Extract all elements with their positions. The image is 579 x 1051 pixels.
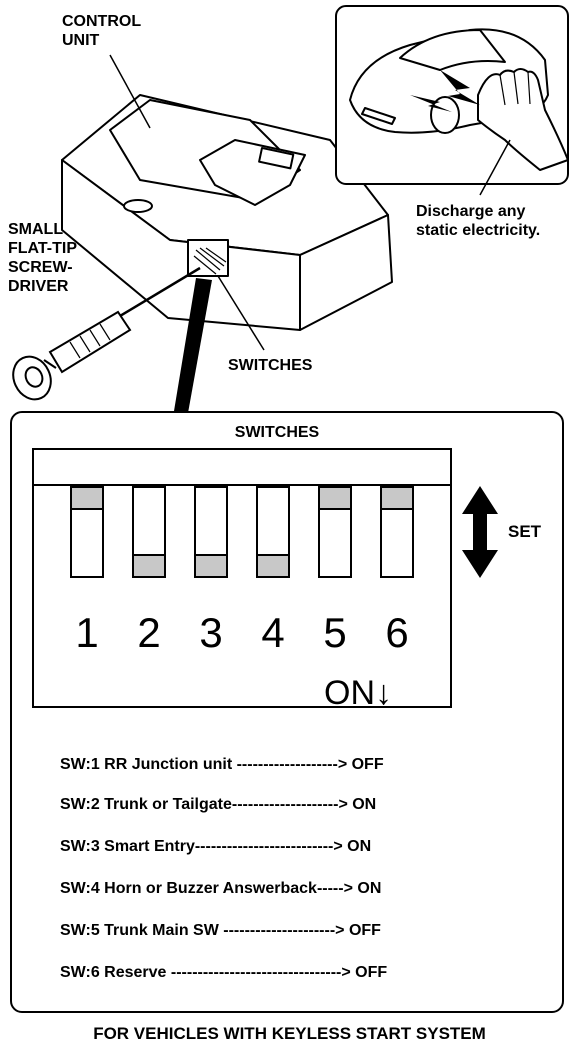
dip-switch-2 [132, 486, 166, 578]
dip-switch-block [32, 448, 452, 708]
dip-switch-2-knob [134, 554, 164, 576]
setting-row-3: SW:3 Smart Entry------------------------… [60, 838, 372, 855]
dip-switch-5-knob [320, 488, 350, 510]
setting-row-4: SW:4 Horn or Buzzer Answerback-----> ON [60, 880, 382, 897]
set-double-arrow-icon [462, 486, 498, 578]
dip-switch-4 [256, 486, 290, 578]
switch-number-6: 6 [385, 609, 409, 656]
discharge-label: Discharge any static electricity. [416, 203, 541, 239]
dip-switch-1 [70, 486, 104, 578]
footer-caption: FOR VEHICLES WITH KEYLESS START SYSTEM [93, 1024, 486, 1043]
set-label: SET [508, 522, 542, 541]
setting-row-2: SW:2 Trunk or Tailgate------------------… [60, 796, 377, 813]
switches-callout-label: SWITCHES [228, 357, 313, 374]
dip-switch-3 [194, 486, 228, 578]
callout-wedge [174, 278, 212, 413]
control-unit-illustration [61, 94, 393, 331]
on-direction-label: ON↓ [324, 674, 392, 712]
screwdriver-label: SMALL FLAT-TIP SCREW- DRIVER [8, 221, 78, 295]
down-arrow-icon: ↓ [375, 674, 392, 712]
car-hand-illustration [335, 5, 569, 196]
setting-row-5: SW:5 Trunk Main SW ---------------------… [60, 922, 381, 939]
switch-settings-panel [10, 411, 564, 1013]
dip-switch-1-knob [72, 488, 102, 510]
switch-number-4: 4 [261, 609, 285, 656]
switch-number-2: 2 [137, 609, 161, 656]
setting-row-1: SW:1 RR Junction unit ------------------… [60, 756, 384, 773]
dip-switch-6-knob [382, 488, 412, 510]
dip-switch-5 [318, 486, 352, 578]
switch-number-3: 3 [199, 609, 223, 656]
screwdriver-illustration [12, 266, 201, 401]
switch-number-5: 5 [323, 609, 347, 656]
dip-switch-header-strip [34, 450, 450, 486]
setting-row-6: SW:6 Reserve ---------------------------… [60, 964, 388, 981]
on-label-text: ON [324, 674, 375, 712]
top-illustration [12, 5, 569, 413]
control-unit-label: CONTROL UNIT [62, 13, 142, 49]
dip-switch-3-knob [196, 554, 226, 576]
panel-title: SWITCHES [234, 424, 320, 441]
dip-switch-4-knob [258, 554, 288, 576]
dip-switch-6 [380, 486, 414, 578]
switch-number-1: 1 [75, 609, 99, 656]
